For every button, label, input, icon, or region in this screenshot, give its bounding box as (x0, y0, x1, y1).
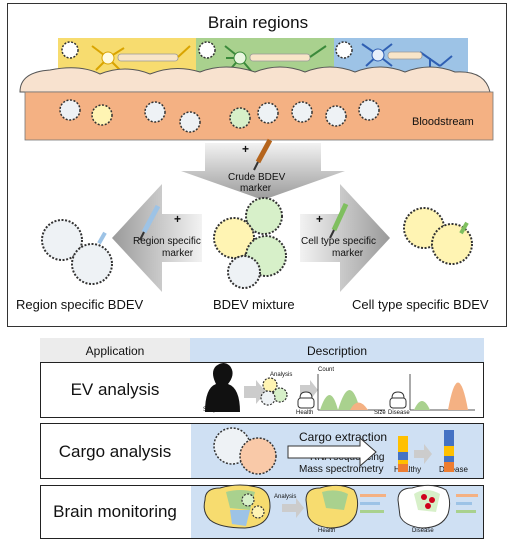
ev-analysis-label: Analysis (270, 372, 293, 378)
row-description-cell (191, 486, 483, 538)
monitoring-disease-label: Disease (412, 528, 434, 534)
ev-health-label: Health (296, 410, 314, 416)
crude-marker-line1: Crude BDEV (228, 172, 286, 183)
cargo-extraction-label: Cargo extraction (299, 430, 388, 444)
ev-disease-label: Disease (388, 410, 410, 416)
row-title-ev-analysis: EV analysis (70, 380, 160, 399)
bloodstream-evs (59, 99, 380, 133)
table-header-description-cell (190, 338, 484, 362)
ev-size-label: Size (374, 410, 386, 416)
table-header-application: Application (85, 344, 145, 358)
mass-spectrometry-label: Mass spectrometry (299, 464, 384, 475)
row-description-cell (191, 363, 483, 417)
monitoring-analysis-label: Analysis (274, 494, 297, 500)
region-marker-line2: marker (162, 248, 194, 259)
bdev-mixture-label: BDEV mixture (213, 297, 295, 312)
rna-sequencing-label: RNA sequencing (310, 452, 385, 463)
region-specific-bdev-label: Region specific BDEV (16, 297, 144, 312)
table-header-description: Description (306, 344, 368, 358)
crude-marker-arrow (181, 143, 345, 200)
ev-count-label: Count (318, 367, 335, 373)
crude-marker-plus: + (242, 142, 250, 156)
bdev-mixture (213, 197, 287, 289)
region-marker-line1: Region specific (133, 236, 201, 247)
celltype-marker-plus: + (316, 212, 324, 226)
row-title-cargo-analysis: Cargo analysis (58, 442, 172, 461)
region-marker-arrow (112, 184, 202, 292)
diagram-title: Brain regions (207, 13, 309, 32)
celltype-marker-arrow (300, 184, 390, 292)
celltype-specific-bdev (403, 207, 473, 265)
ev-subject-label: Subject (203, 407, 224, 413)
celltype-marker-line1: Cell type specific (301, 236, 377, 247)
table-header-application-cell (40, 338, 190, 362)
region-specific-bdev (41, 219, 113, 285)
celltype-marker-line2: marker (332, 248, 364, 259)
cargo-disease-label: Disease (439, 465, 468, 474)
monitoring-health-label: Health (318, 528, 336, 534)
bloodstream-label: Bloodstream (412, 116, 474, 128)
row-title-brain-monitoring: Brain monitoring (53, 502, 177, 521)
top-panel (7, 3, 507, 327)
crude-marker-line2: marker (240, 183, 272, 194)
brain-tissue-edge (19, 66, 491, 93)
celltype-specific-bdev-label: Cell type specific BDEV (352, 297, 489, 312)
cargo-healthy-label: Healthy (394, 465, 422, 474)
region-marker-plus: + (174, 212, 182, 226)
